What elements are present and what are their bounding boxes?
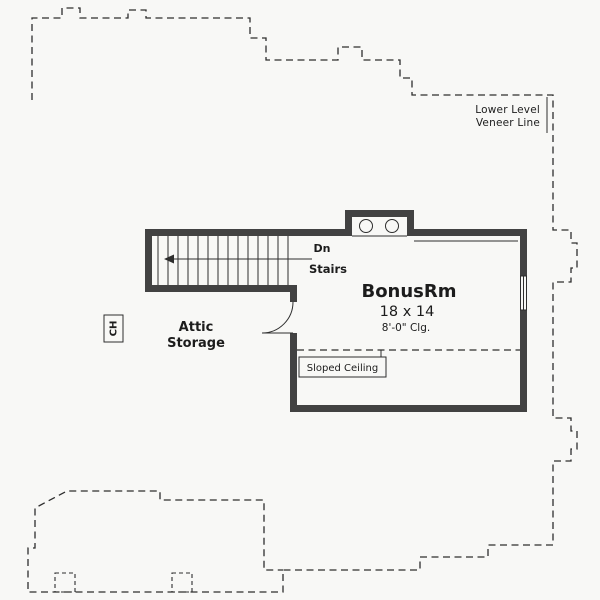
veneer-outline-path <box>27 7 578 593</box>
lower-level-veneer-note: Lower Level Veneer Line <box>475 97 548 133</box>
dormer-wall-left <box>345 210 352 236</box>
bonus-wall-right-upper <box>520 229 527 276</box>
sloped-ceiling-label: Sloped Ceiling <box>307 363 378 374</box>
stair-direction-arrow <box>164 254 312 264</box>
stair-treads <box>157 236 289 285</box>
bonus-room: BonusRm 18 x 14 8'-0" Clg. Sloped Ceilin… <box>261 210 527 412</box>
veneer-outline <box>27 7 578 593</box>
dormer-niche <box>345 210 414 237</box>
stairs-wall-left <box>145 229 152 292</box>
dormer-circle <box>385 219 399 233</box>
chase-label: CH <box>109 321 120 337</box>
stairs-dn-label: Dn <box>314 242 331 255</box>
bonus-wall-right-lower <box>520 310 527 412</box>
dormer-wall-right <box>407 210 414 236</box>
sloped-ceiling: Sloped Ceiling <box>297 349 520 378</box>
stairs-wall-top <box>145 229 312 236</box>
bonus-wall-top-left <box>290 229 352 236</box>
dormer-wall-top <box>345 210 414 217</box>
veneer-note-line1: Lower Level <box>475 104 540 116</box>
porch-post-outline <box>54 572 76 593</box>
attic-storage-label: Attic Storage <box>167 320 225 351</box>
stairs-wall-bottom <box>145 285 297 292</box>
bonus-wall-left-stub <box>290 292 297 302</box>
bonus-room-ceiling-height: 8'-0" Clg. <box>382 322 430 334</box>
bonus-wall-left-lower <box>290 333 297 412</box>
attic-label-line2: Storage <box>167 336 225 351</box>
attic-label-line1: Attic <box>179 320 214 335</box>
window <box>520 275 527 311</box>
stairs-label: Stairs <box>309 262 347 276</box>
dormer-circle <box>359 219 373 233</box>
veneer-note-line2: Veneer Line <box>476 117 540 129</box>
chase-box <box>103 314 124 343</box>
chase: CH <box>103 314 124 343</box>
door-swing <box>261 301 294 334</box>
stairs: Dn Stairs <box>145 229 347 292</box>
sloped-ceiling-label-box <box>298 356 387 378</box>
bonus-room-name: BonusRm <box>361 281 456 302</box>
bonus-wall-top-right <box>407 229 527 236</box>
bonus-wall-bottom <box>290 405 527 412</box>
porch-post-outline <box>171 572 193 593</box>
bonus-room-dimensions: 18 x 14 <box>380 304 435 320</box>
